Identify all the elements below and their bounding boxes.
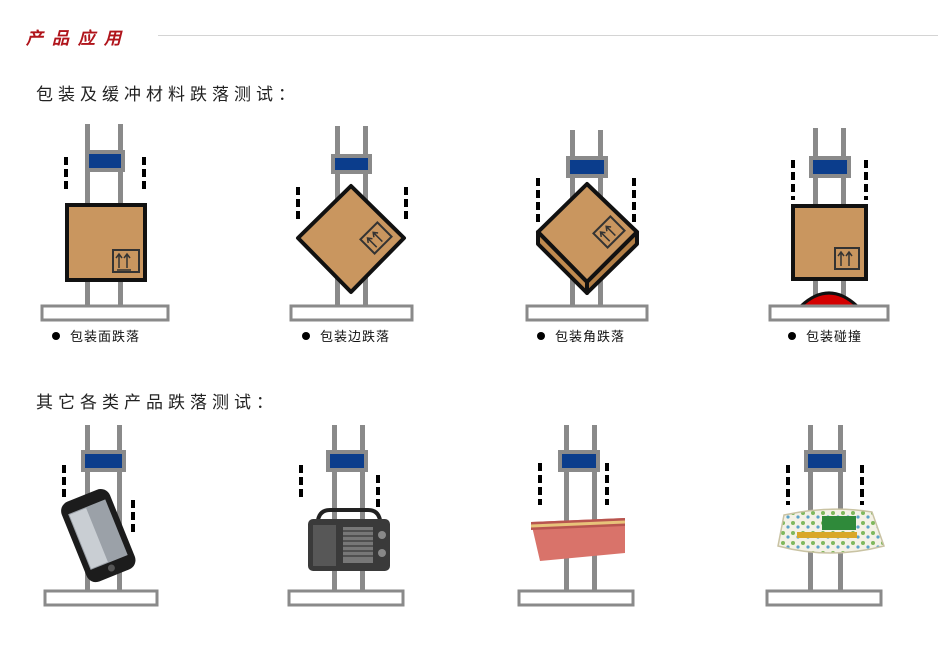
- caption-corner-drop: 包装角跌落: [537, 326, 625, 345]
- header-title: 产品应用: [26, 29, 130, 49]
- bullet-icon: [537, 332, 545, 340]
- caption-edge-drop: 包装边跌落: [302, 326, 390, 345]
- box-flat-drop-icon: [40, 124, 170, 322]
- bullet-icon: [302, 332, 310, 340]
- bag-drop-icon: [765, 425, 885, 607]
- radio-drop-icon: [287, 425, 405, 607]
- box-impact-icon: [768, 128, 890, 322]
- bullet-icon: [788, 332, 796, 340]
- box-edge-drop-icon: [289, 126, 414, 322]
- caption-impact: 包装碰撞: [788, 326, 862, 345]
- section-title-packaging: 包装及缓冲材料跌落测试：: [36, 85, 300, 105]
- caption-face-drop: 包装面跌落: [52, 326, 140, 345]
- bullet-icon: [52, 332, 60, 340]
- gift-box-drop-icon: [517, 425, 635, 607]
- section-title-other-products: 其它各类产品跌落测试：: [36, 393, 278, 413]
- header-divider: [158, 35, 938, 36]
- phone-drop-icon: [43, 425, 159, 607]
- box-corner-drop-icon: [525, 130, 649, 322]
